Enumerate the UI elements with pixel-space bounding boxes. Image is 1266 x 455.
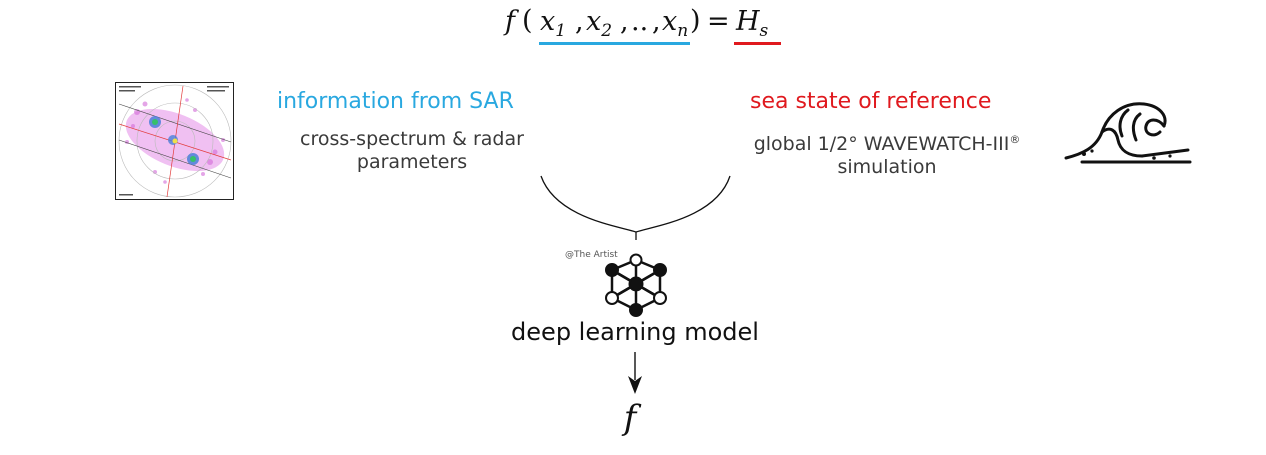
equation-comma: ,: [620, 6, 629, 37]
equation-xn: xn: [662, 6, 689, 41]
reference-desc-line: global 1/2° WAVEWATCH-III®: [753, 133, 1021, 155]
merge-connector: [540, 175, 731, 240]
equation-x1: x1: [540, 6, 567, 41]
equation-comma: ,: [652, 6, 661, 37]
equation-close-paren: ): [690, 5, 701, 36]
reference-title: sea state of reference: [750, 89, 992, 114]
equation: f ( x1 , x2 , .. , xn ) = Hs: [0, 0, 1266, 52]
equation-x2: x2: [586, 6, 613, 41]
reference-desc-line: simulation: [837, 156, 937, 178]
target-underline: [734, 42, 781, 45]
sar-info-title: information from SAR: [277, 89, 514, 114]
equation-open-paren: (: [522, 5, 533, 36]
cross-spectrum-thumbnail: [115, 82, 234, 200]
sar-info-description: cross-spectrum & radar parameters: [262, 128, 562, 174]
wave-icon: [1064, 102, 1192, 164]
icon-credit: @The Artist: [565, 250, 618, 260]
model-label: deep learning model: [511, 318, 759, 346]
sar-desc-line: parameters: [356, 151, 468, 173]
output-function: f: [623, 398, 637, 438]
equation-function: f: [505, 6, 515, 37]
equation-target: Hs: [736, 6, 769, 41]
equation-dots: ..: [631, 6, 649, 37]
sar-desc-line: cross-spectrum & radar: [300, 128, 524, 150]
sar-inputs-underline: [539, 42, 690, 45]
reference-description: global 1/2° WAVEWATCH-III® simulation: [712, 128, 1062, 179]
down-arrow-icon: [628, 352, 642, 394]
equation-equals: =: [707, 6, 730, 37]
equation-comma: ,: [575, 6, 584, 37]
neural-network-icon: [605, 253, 667, 317]
